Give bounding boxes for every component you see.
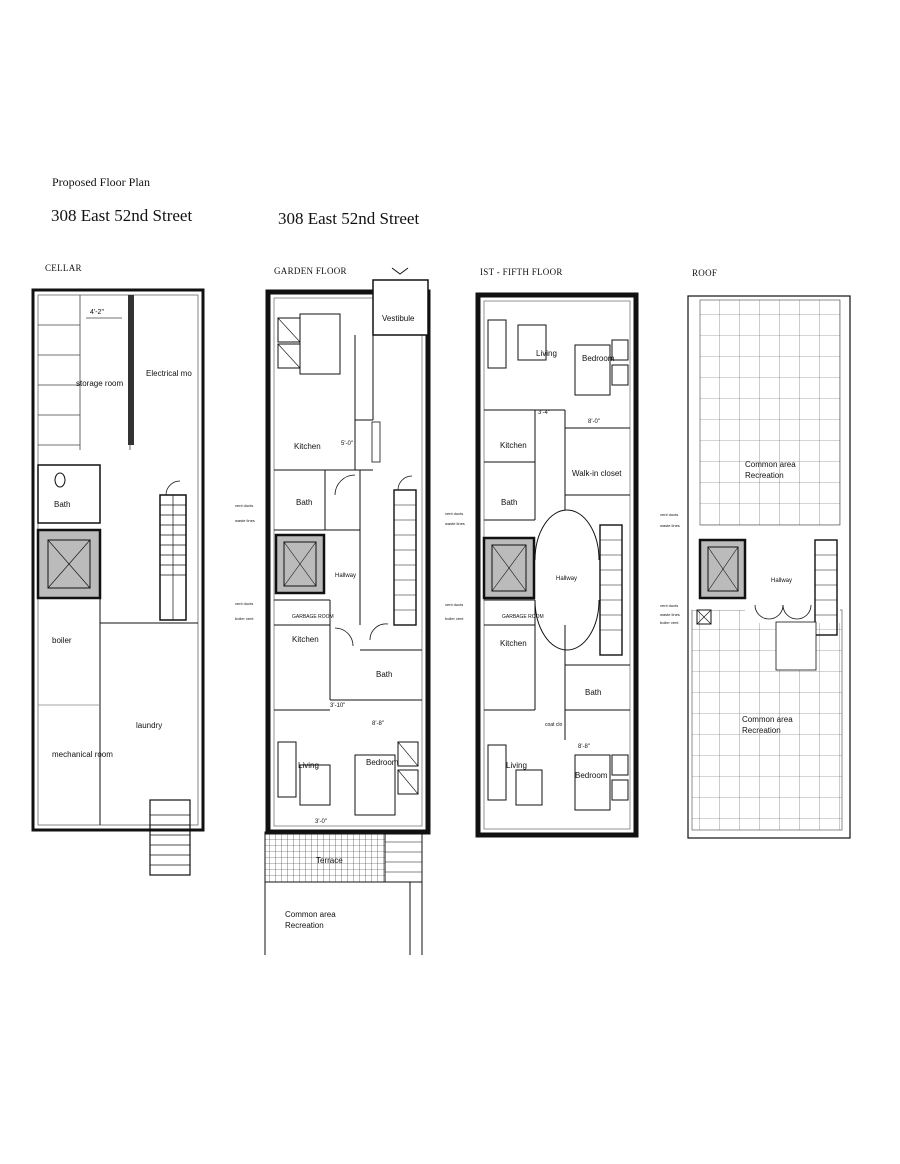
document-subtitle: Proposed Floor Plan xyxy=(52,175,151,189)
roof-plan: Common area Recreation Hallway Common ar… xyxy=(660,295,851,839)
roof-common-area-top: Common area xyxy=(745,460,796,469)
garden-dim-living: 3'-0" xyxy=(315,819,327,825)
garden-note-vent-ducts-2: vent ducts xyxy=(235,601,253,606)
garden-floor-plan-label: GARDEN FLOOR xyxy=(274,266,347,276)
garden-room-common-area: Common area xyxy=(285,910,336,919)
garden-room-kitchen-top: Kitchen xyxy=(294,442,321,451)
garden-room-garbage: GARBAGE ROOM xyxy=(292,614,334,620)
cellar-room-laundry: laundry xyxy=(136,721,162,730)
roof-common-area-bottom: Common area xyxy=(742,715,793,724)
garden-room-bath-bottom: Bath xyxy=(376,670,392,679)
upper-note-boiler-vent: boiler vent xyxy=(445,616,464,621)
garden-room-kitchen-bottom: Kitchen xyxy=(292,635,319,644)
upper-room-kitchen-top: Kitchen xyxy=(500,441,527,450)
garden-dim-corner: 3'-10" xyxy=(330,703,345,709)
garden-room-hallway: Hallway xyxy=(335,573,356,579)
upper-room-garbage: GARBAGE ROOM xyxy=(502,614,544,620)
garden-room-bath-top: Bath xyxy=(296,498,312,507)
roof-note-waste-lines: waste lines xyxy=(660,523,680,528)
roof-note-vent-ducts: vent ducts xyxy=(660,512,678,517)
cellar-room-storage: storage room xyxy=(76,379,123,388)
upper-room-hallway: Hallway xyxy=(556,576,577,582)
cellar-room-mechanical: mechanical room xyxy=(52,750,113,759)
upper-dim-top-a: 3'-4" xyxy=(538,410,550,416)
roof-recreation-top: Recreation xyxy=(745,471,784,480)
roof-note-waste-lines-2: waste lines xyxy=(660,612,680,617)
roof-hallway: Hallway xyxy=(771,578,792,584)
garden-room-bedroom: Bedroom xyxy=(366,758,399,767)
garden-note-vent-ducts: vent ducts xyxy=(235,503,253,508)
upper-note-vent-ducts-2: vent ducts xyxy=(445,602,463,607)
upper-room-bedroom-top: Bedroom xyxy=(582,354,615,363)
garden-room-terrace: Terrace xyxy=(316,856,343,865)
upper-room-kitchen-bottom: Kitchen xyxy=(500,639,527,648)
garden-dim-kitchen: 5'-0" xyxy=(341,441,353,447)
garden-room-recreation: Recreation xyxy=(285,921,324,930)
roof-note-boiler-vent: boiler vent xyxy=(660,620,679,625)
cellar-room-boiler: boiler xyxy=(52,636,72,645)
cellar-plan-label: CELLAR xyxy=(45,263,82,273)
garden-room-living: Living xyxy=(298,761,319,770)
upper-note-waste-lines: waste lines xyxy=(445,521,465,526)
address-title-left: 308 East 52nd Street xyxy=(51,206,193,225)
garden-room-vestibule: Vestibule xyxy=(382,314,415,323)
cellar-room-bath: Bath xyxy=(54,500,70,509)
upper-room-living-bottom: Living xyxy=(506,761,527,770)
garden-note-boiler-vent: boiler vent xyxy=(235,616,254,621)
garden-dim-bedroom: 8'-8" xyxy=(372,721,384,727)
upper-dim-bottom: 8'-8" xyxy=(578,744,590,750)
upper-dim-top-b: 8'-0" xyxy=(588,419,600,425)
upper-room-living-top: Living xyxy=(536,349,557,358)
upper-floors-plan-label: IST - FIFTH FLOOR xyxy=(480,267,563,277)
garden-note-waste-lines: waste lines xyxy=(235,518,255,523)
roof-recreation-bottom: Recreation xyxy=(742,726,781,735)
upper-room-bath-bottom: Bath xyxy=(585,688,601,697)
upper-room-bath-top: Bath xyxy=(501,498,517,507)
roof-plan-label: ROOF xyxy=(692,268,718,278)
roof-note-vent-ducts-2: vent ducts xyxy=(660,603,678,608)
upper-room-bedroom-bottom: Bedroom xyxy=(575,771,608,780)
upper-note-vent-ducts: vent ducts xyxy=(445,511,463,516)
cellar-room-electrical: Electrical mo xyxy=(146,369,192,378)
address-title-center: 308 East 52nd Street xyxy=(278,209,420,228)
upper-floors-plan: Living Bedroom 3'-4" 8'-0" Kitchen Walk-… xyxy=(445,292,639,838)
upper-room-coat-closet: coat clo xyxy=(545,722,562,728)
cellar-plan: 4'-2" storage room Electrical mo Bath bo… xyxy=(31,288,205,876)
garden-floor-plan: Vestibule Kitchen 5'-0" Bath Hallway GAR… xyxy=(235,267,431,955)
cellar-dimension: 4'-2" xyxy=(90,309,104,316)
upper-room-walkin: Walk-in closet xyxy=(572,469,622,478)
